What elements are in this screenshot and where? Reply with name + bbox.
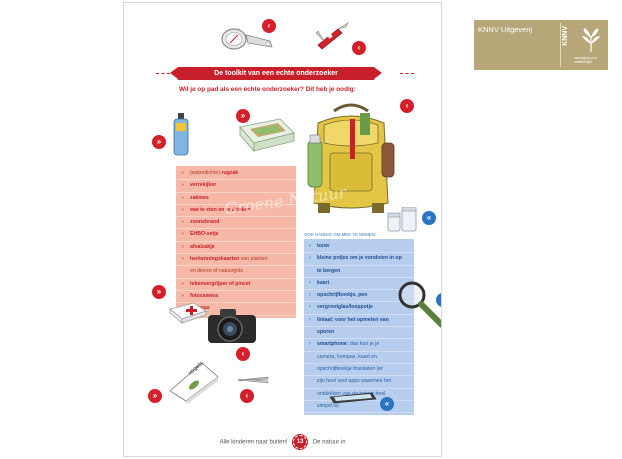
required-items-list: (waterdichte) rugzakverrekijkerzakmeswat… xyxy=(176,166,296,318)
required-item: herkenningskaarten van planten xyxy=(176,254,296,267)
item-keyword: EHBO-setje xyxy=(190,231,219,238)
field-guide-icon: vogels xyxy=(169,361,219,403)
arrow-left-badge: « xyxy=(380,397,394,411)
backpack-icon xyxy=(307,103,395,213)
item-text: (waterdichte) xyxy=(190,170,222,176)
arrow-right-badge: » xyxy=(152,135,166,149)
publisher-logo: KNNV Uitgeverij KNNV vereniging voor vel… xyxy=(474,20,608,70)
required-item: EHBO-setje xyxy=(176,229,296,242)
page-number: 13 xyxy=(293,435,308,449)
required-item: verrekijker xyxy=(176,180,296,193)
required-item: afvalzakje xyxy=(176,242,296,255)
item-keyword: vergrootglas/loeppotje xyxy=(317,304,373,311)
arrow-down-badge: ‹ xyxy=(236,347,250,361)
item-text: dan kun je je xyxy=(348,341,380,348)
item-text: en dieren of natuurgids xyxy=(190,268,244,275)
item-text: zijn heel veel apps waarmee het xyxy=(317,378,392,385)
optional-items-header: OOK HANDIG OM MEE TE NEMEN: xyxy=(304,232,377,237)
pocketknife-icon xyxy=(315,22,349,50)
item-keyword: te bergen xyxy=(317,267,341,274)
item-keyword: afvalzakje xyxy=(190,243,215,250)
item-keyword: kaart xyxy=(317,279,330,286)
publisher-name: KNNV Uitgeverij xyxy=(478,25,533,34)
banner-dash-right xyxy=(400,73,414,74)
arrow-right-badge: » xyxy=(152,285,166,299)
item-keyword: wat te eten en te drinken xyxy=(190,206,251,213)
optional-item: te bergen xyxy=(304,266,414,278)
item-text: simpel is) xyxy=(317,402,339,409)
optional-items-list: touw kleine potjes om je vondsten in op te… xyxy=(304,239,414,416)
item-keyword: touw xyxy=(317,243,330,249)
item-keyword: fotocamera xyxy=(190,292,218,299)
optional-item: zijn heel veel apps waarmee het xyxy=(304,376,414,389)
logo-tagline: vereniging voor veldbiologie xyxy=(574,56,598,64)
item-keyword: zonnebrand xyxy=(190,219,220,226)
item-keyword: verrekijker xyxy=(190,182,217,189)
item-keyword: rugzak xyxy=(221,170,239,176)
item-keyword: zakmes xyxy=(190,194,209,201)
optional-item: kleine potjes om je vondsten in op xyxy=(304,253,414,266)
sunscreen-icon xyxy=(173,113,189,156)
lunchbox-icon xyxy=(239,118,295,153)
optional-item: touw xyxy=(304,241,414,254)
intro-text: Wil je op pad als een échte onderzoeker?… xyxy=(179,86,356,93)
arrow-left-badge: ‹ xyxy=(262,19,276,33)
arrow-right-badge: » xyxy=(148,389,162,403)
logo-mark: KNNV xyxy=(562,26,569,46)
required-item: tekenvergrijper of pincet xyxy=(176,279,296,291)
footer-right: De natuur in xyxy=(312,439,346,446)
item-keyword: kleine potjes om je vondsten in op xyxy=(317,255,402,262)
arrow-left-badge: « xyxy=(436,293,441,307)
tweezers-icon xyxy=(237,376,269,384)
arrow-right-badge: » xyxy=(236,109,250,123)
jars-icon xyxy=(387,207,417,232)
item-text: camera, kompas, kaart en xyxy=(317,353,377,360)
banner-title: De toolkit van een echte onderzoeker xyxy=(214,70,338,77)
arrow-down-badge: ‹ xyxy=(240,389,254,403)
item-text: van planten xyxy=(239,256,268,263)
toolkit-title-banner: De toolkit van een echte onderzoeker xyxy=(170,67,382,80)
book-page: ‹ ‹ De toolkit van een echte onderzoeker… xyxy=(123,2,442,457)
item-keyword: smartphone: xyxy=(317,341,349,348)
optional-item: simpel is) xyxy=(304,401,414,414)
logo-mark-box xyxy=(560,23,605,67)
camera-icon xyxy=(208,309,256,343)
required-item: (waterdichte) rugzak xyxy=(176,168,296,181)
optional-item: opschrijfboekje thuislaten (er xyxy=(304,364,414,377)
item-keyword: herkenningskaarten xyxy=(190,256,240,263)
arrow-down-badge: ‹ xyxy=(400,99,414,113)
item-text: ontdekken van de natuur heel xyxy=(317,390,386,397)
leaf-icon xyxy=(582,28,600,52)
item-keyword: tekenvergrijper of pincet xyxy=(190,280,251,287)
smartphone-icon xyxy=(329,392,377,404)
required-item: zonnebrand xyxy=(176,217,296,230)
footer-left: Alle kinderen naar buiten! xyxy=(219,439,288,446)
banner-dash-left xyxy=(156,73,170,74)
compass-icon xyxy=(221,28,273,50)
page-footer: Alle kinderen naar buiten! 13 De natuur … xyxy=(124,435,441,449)
optional-item: camera, kompas, kaart en xyxy=(304,352,414,364)
arrow-left-badge: « xyxy=(422,211,436,225)
item-keyword: opschrijfboekje, pen xyxy=(317,292,368,299)
arrow-down-badge: ‹ xyxy=(352,41,366,55)
optional-item: liniaal; voor het opmeten van xyxy=(304,315,414,328)
required-item: en dieren of natuurgids xyxy=(176,266,296,279)
item-keyword: sporen xyxy=(317,329,335,336)
item-keyword: liniaal; voor het opmeten van xyxy=(317,316,389,323)
magnifier-icon xyxy=(398,281,441,328)
first-aid-kit-icon xyxy=(169,302,207,324)
item-text: opschrijfboekje thuislaten (er xyxy=(317,365,384,372)
optional-item: smartphone: dan kun je je xyxy=(304,339,414,352)
